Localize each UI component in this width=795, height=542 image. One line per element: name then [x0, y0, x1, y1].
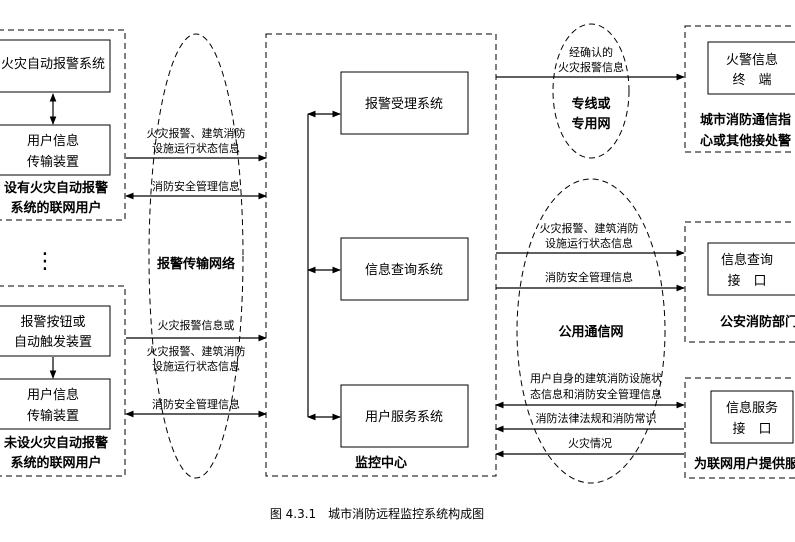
user-info-transmit-box-top: [0, 124, 111, 176]
user-info-transmit-box-bottom: [0, 378, 111, 430]
user-service-provider-group: [684, 377, 795, 479]
public-security-fire-dept-label: 公安消防部门: [720, 314, 795, 330]
left-arrow-1-label-2: 设施运行状态信息: [152, 141, 240, 155]
alarm-button-box: [0, 305, 111, 357]
fire-alarm-terminal-line2: 终 端: [732, 72, 771, 88]
connected-user-without-alarm-group: [0, 285, 126, 477]
fire-dispatch-center-label-2: 心或其他接处警: [700, 133, 791, 149]
alarm-acceptance-system-label: 报警受理系统: [365, 96, 443, 112]
confirmed-alarm-arrow-label-2: 火灾报警信息: [558, 60, 624, 74]
info-query-system-box: [340, 237, 469, 301]
public-network-label: 公用通信网: [558, 324, 623, 340]
connected-user-with-alarm-group: [0, 29, 126, 221]
figure-caption: 图 4.3.1 城市消防远程监控系统构成图: [270, 506, 484, 521]
user-info-transmit-top-line1: 用户信息: [27, 133, 79, 149]
right-bot-arrow-1-label-1: 用户自身的建筑消防设施状: [530, 371, 662, 385]
auto-alarm-system-box: [0, 39, 111, 93]
public-security-fire-dept-group: [684, 221, 795, 343]
left-arrow-2-label: 消防安全管理信息: [152, 179, 240, 193]
connected-user-with-alarm-label-2: 系统的联网用户: [10, 200, 101, 216]
dedicated-network-ellipse: [552, 23, 630, 159]
info-service-interface-box: [710, 390, 794, 444]
fire-alarm-terminal-box: [707, 41, 795, 95]
alarm-acceptance-system-box: [340, 71, 469, 135]
user-info-transmit-top-line2: 传输装置: [27, 154, 79, 170]
alarm-transmission-network-ellipse: [148, 33, 244, 479]
info-query-interface-box: [707, 242, 795, 296]
connected-user-with-alarm-label-1: 设有火灾自动报警: [4, 180, 108, 196]
info-query-system-label: 信息查询系统: [365, 262, 443, 278]
public-network-ellipse: [516, 178, 666, 484]
info-service-interface-line1: 信息服务: [726, 400, 778, 416]
left-arrow-4-label-1: 火灾报警、建筑消防: [147, 344, 246, 358]
dedicated-network-label-2: 专用网: [571, 116, 610, 132]
info-query-interface-line2: 接 口: [727, 273, 766, 289]
auto-alarm-system-label: 火灾自动报警系统: [1, 56, 105, 72]
connected-user-without-alarm-label-2: 系统的联网用户: [10, 455, 101, 471]
right-mid-arrow-1-label-2: 设施运行状态信息: [545, 236, 633, 250]
right-bot-arrow-3-label: 火灾情况: [568, 436, 612, 450]
monitoring-center-label: 监控中心: [355, 455, 407, 471]
user-service-system-box: [340, 384, 469, 448]
alarm-transmission-network-label: 报警传输网络: [157, 256, 235, 272]
left-arrow-3-label: 火灾报警信息或: [158, 318, 235, 332]
user-info-transmit-bottom-line1: 用户信息: [27, 387, 79, 403]
right-bot-arrow-1-label-2: 态信息和消防安全管理信息: [530, 387, 662, 401]
alarm-button-line2: 自动触发装置: [14, 334, 92, 350]
confirmed-alarm-arrow-label-1: 经确认的: [569, 45, 613, 59]
fire-dispatch-center-label-1: 城市消防通信指: [700, 112, 791, 128]
user-service-system-label: 用户服务系统: [365, 409, 443, 425]
dedicated-network-label-1: 专线或: [571, 96, 610, 112]
left-arrow-1-label-1: 火灾报警、建筑消防: [147, 126, 246, 140]
info-query-interface-line1: 信息查询: [721, 252, 773, 268]
info-service-interface-line2: 接 口: [732, 421, 771, 437]
connected-user-without-alarm-label-1: 未设火灾自动报警: [3, 435, 108, 451]
user-service-provider-label: 为联网用户提供服务: [694, 456, 795, 472]
right-mid-arrow-1-label-1: 火灾报警、建筑消防: [540, 221, 639, 235]
left-arrow-4-label-2: 设施运行状态信息: [152, 359, 240, 373]
right-mid-arrow-2-label: 消防安全管理信息: [545, 270, 633, 284]
left-arrow-5-label: 消防安全管理信息: [152, 397, 240, 411]
user-info-transmit-bottom-line2: 传输装置: [27, 408, 79, 424]
fire-alarm-terminal-line1: 火警信息: [726, 52, 778, 68]
right-bot-arrow-2-label: 消防法律法规和消防常识: [536, 411, 657, 425]
more-users-ellipsis: ⋮: [34, 249, 56, 274]
alarm-button-line1: 报警按钮或: [20, 314, 85, 330]
monitoring-center-group: [265, 33, 497, 477]
